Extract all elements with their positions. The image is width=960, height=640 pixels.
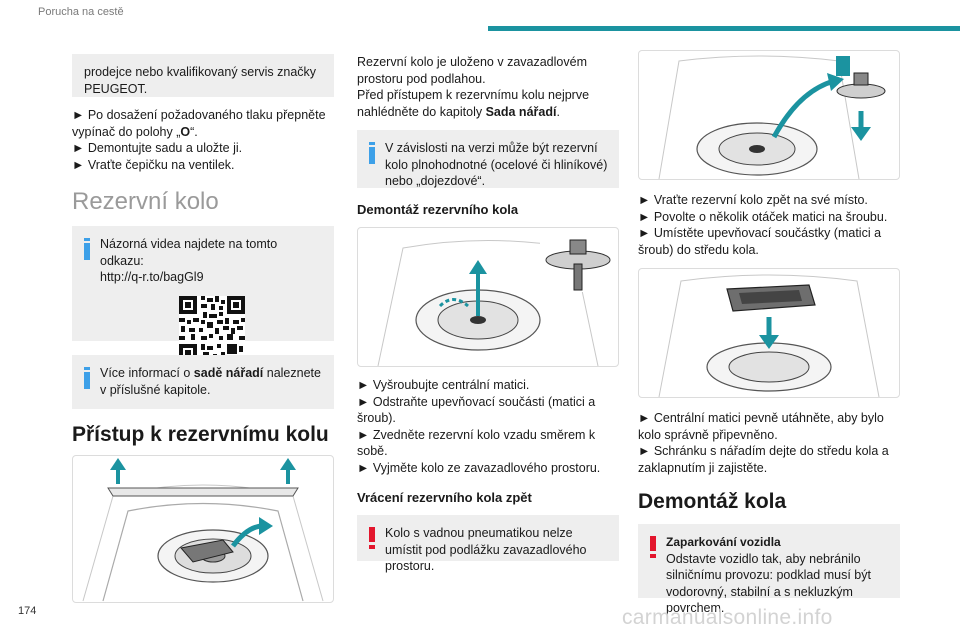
info-icon (84, 367, 90, 389)
intro-refer-keyword: Sada nářadí (485, 104, 557, 119)
removal-step-4: ► Vyjměte kolo ze zavazadlového prostoru… (357, 460, 601, 475)
warning-icon (650, 536, 656, 558)
warning-note-text: Kolo s vadnou pneumatikou nelze umístit … (385, 526, 587, 573)
version-note: V závislosti na verzi může být rezervní … (357, 130, 619, 188)
intro-refer-text: Před přístupem k rezervnímu kolu nejprve… (357, 88, 590, 119)
heading-access-spare-wheel: Přístup k rezervnímu kolu (72, 423, 329, 446)
step-switch-text: ► Po dosažení požadovaného tlaku přepnět… (72, 108, 326, 139)
return-step-5: ► Schránku s nářadím dejte do středu kol… (638, 444, 889, 475)
illustration-toolbox (638, 268, 900, 398)
trunk-floor-open-illustration (82, 458, 324, 602)
return-steps-b: ► Centrální matici pevně utáhněte, aby b… (638, 410, 900, 476)
dealer-note: prodejce nebo kvalifikovaný servis značk… (72, 54, 334, 97)
warning-note: Kolo s vadnou pneumatikou nelze umístit … (357, 515, 619, 573)
column-3: ► Vraťte rezervní kolo zpět na své místo… (638, 50, 900, 615)
removal-steps: ► Vyšroubujte centrální matici. ► Odstra… (357, 377, 619, 476)
intro-refer-end: . (556, 104, 560, 119)
switch-position: O (180, 124, 191, 139)
info-icon (84, 238, 90, 260)
illustration-return (638, 50, 900, 180)
spare-wheel-removal-illustration (377, 230, 618, 366)
tools-note-keyword: sadě nářadí (193, 366, 264, 380)
column-2: Rezervní kolo je uloženo v zavazadlovém … (357, 54, 619, 573)
return-step-3: ► Umístěte upevňovací součástky (matici … (638, 226, 882, 257)
parking-note-title: Zaparkování vozidla (666, 535, 781, 549)
heading-return: Vrácení rezervního kola zpět (357, 490, 532, 505)
removal-step-1: ► Vyšroubujte centrální matici. (357, 378, 530, 392)
return-steps-a: ► Vraťte rezervní kolo zpět na své místo… (638, 192, 900, 258)
illustration-removal (357, 227, 619, 367)
video-note-link[interactable]: http://q-r.to/bagGl9 (100, 270, 204, 284)
intro-location: Rezervní kolo je uloženo v zavazadlovém … (357, 55, 587, 86)
illustration-access-floor (72, 455, 334, 603)
return-step-1: ► Vraťte rezervní kolo zpět na své místo… (638, 193, 868, 207)
return-step-4: ► Centrální matici pevně utáhněte, aby b… (638, 411, 884, 442)
tools-note-text: Více informací o (100, 366, 194, 380)
tools-note: Více informací o sadě nářadí naleznete v… (72, 355, 334, 409)
qr-code[interactable] (179, 295, 245, 362)
return-step-2: ► Povolte o několik otáček matici na šro… (638, 209, 888, 224)
running-header: Porucha na cestě (38, 6, 124, 18)
column-1: prodejce nebo kvalifikovaný servis značk… (72, 54, 334, 603)
info-icon (369, 142, 375, 164)
watermark: carmanualsonline.info (622, 606, 833, 629)
step-cap: ► Vraťte čepičku na ventilek. (72, 157, 235, 172)
parking-note-text: Odstavte vozidlo tak, aby nebránilo siln… (666, 551, 871, 616)
video-note-text: Názorná videa najdete na tomto odkazu: (100, 237, 278, 268)
warning-icon (369, 527, 375, 549)
toolbox-placement-illustration (658, 274, 880, 397)
steps-block: ► Po dosažení požadovaného tlaku přepnět… (72, 107, 334, 173)
parking-note: Zaparkování vozidla Odstavte vozidlo tak… (638, 524, 900, 615)
page-number: 174 (18, 605, 37, 617)
heading-wheel-removal: Demontáž kola (638, 490, 787, 513)
step-switch: ► Po dosažení požadovaného tlaku přepnět… (72, 107, 334, 140)
heading-removal: Demontáž rezervního kola (357, 202, 519, 217)
dealer-note-text: prodejce nebo kvalifikovaný servis značk… (84, 65, 317, 96)
step-switch-end: “. (190, 124, 198, 139)
spare-wheel-return-illustration (658, 55, 886, 179)
version-note-text: V závislosti na verzi může být rezervní … (385, 141, 608, 188)
intro-refer: Před přístupem k rezervnímu kolu nejprve… (357, 87, 619, 120)
header-accent-bar (488, 26, 960, 31)
video-note: Názorná videa najdete na tomto odkazu: h… (72, 226, 334, 362)
removal-step-3: ► Zvedněte rezervní kolo vzadu směrem k … (357, 427, 596, 459)
removal-step-2: ► Odstraňte upevňovací součásti (matici … (357, 394, 596, 426)
step-store-kit: ► Demontujte sadu a uložte ji. (72, 141, 243, 155)
intro-text: Rezervní kolo je uloženo v zavazadlovém … (357, 54, 619, 120)
tools-note-end: naleznete v příslušné kapitole. (100, 366, 321, 397)
section-title-spare-wheel: Rezervní kolo (72, 188, 219, 215)
